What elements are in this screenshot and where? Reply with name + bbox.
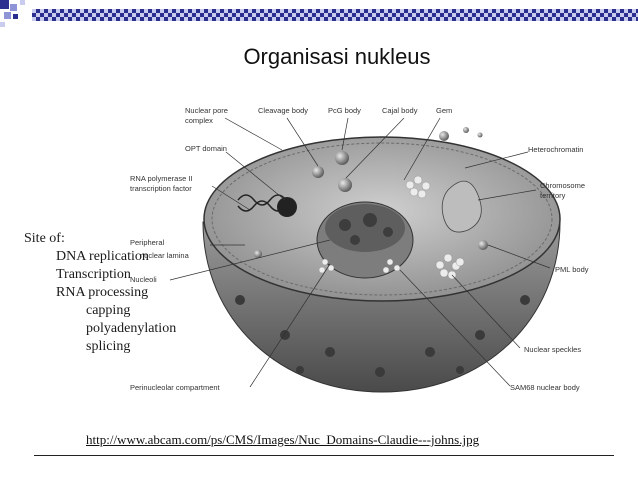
label-nuclear-lamina: nuclear lamina (140, 251, 190, 260)
gem-body (439, 131, 449, 141)
label-nuclear-speckles: Nuclear speckles (524, 345, 581, 354)
pml-body (478, 240, 488, 250)
corner-decoration (0, 0, 25, 27)
speckle-cluster (318, 175, 465, 280)
label-gem: Gem (436, 106, 452, 115)
cleavage-body (312, 166, 324, 178)
chromosome-territory (441, 180, 482, 233)
label-pcg-body: PcG body (328, 106, 361, 115)
opt-domain-body (277, 197, 297, 217)
label-cajal-body: Cajal body (382, 106, 418, 115)
label-rna-pol: RNA polymerase II (130, 174, 193, 183)
label-heterochromatin: Heterochromatin (528, 145, 583, 154)
site-item-rna-processing: RNA processing (56, 285, 149, 300)
site-item-transcription: Transcription (56, 267, 131, 282)
label-nucleoli: Nucleoli (130, 275, 157, 284)
site-subitem-capping: capping (86, 303, 131, 318)
site-subitem-polyadenylation: polyadenylation (86, 321, 177, 336)
label-rna-pol-2: transcription factor (130, 184, 192, 193)
label-nuclear-pore-2: complex (185, 116, 213, 125)
slide-title: Organisasi nukleus (243, 44, 431, 69)
site-of-list: Site of: DNA replication Transcription R… (24, 230, 176, 356)
label-cleavage-body: Cleavage body (258, 106, 308, 115)
label-pml-body: PML body (555, 265, 589, 274)
leader-lines (169, 117, 551, 388)
site-of-heading: Site of: (24, 231, 65, 246)
dna-helix (237, 194, 287, 206)
callout-labels: Nuclear pore complex Cleavage body PcG b… (130, 106, 589, 392)
label-peripheral: Peripheral (130, 238, 165, 247)
label-perinucleolar: Perinucleolar compartment (130, 383, 221, 392)
label-opt-domain: OPT domain (185, 144, 227, 153)
site-item-dna-replication: DNA replication (56, 249, 149, 264)
cajal-body (338, 178, 352, 192)
pcg-body (335, 151, 349, 165)
source-link[interactable]: http://www.abcam.com/ps/CMS/Images/Nuc_D… (86, 432, 480, 447)
label-sam68: SAM68 nuclear body (510, 383, 580, 392)
divider-line (34, 455, 614, 456)
header-pattern-bar (32, 9, 638, 21)
site-subitem-splicing: splicing (86, 339, 131, 354)
label-nuclear-pore: Nuclear pore (185, 106, 228, 115)
label-territory: territory (540, 191, 566, 200)
label-chromosome: Chromosome (540, 181, 585, 190)
